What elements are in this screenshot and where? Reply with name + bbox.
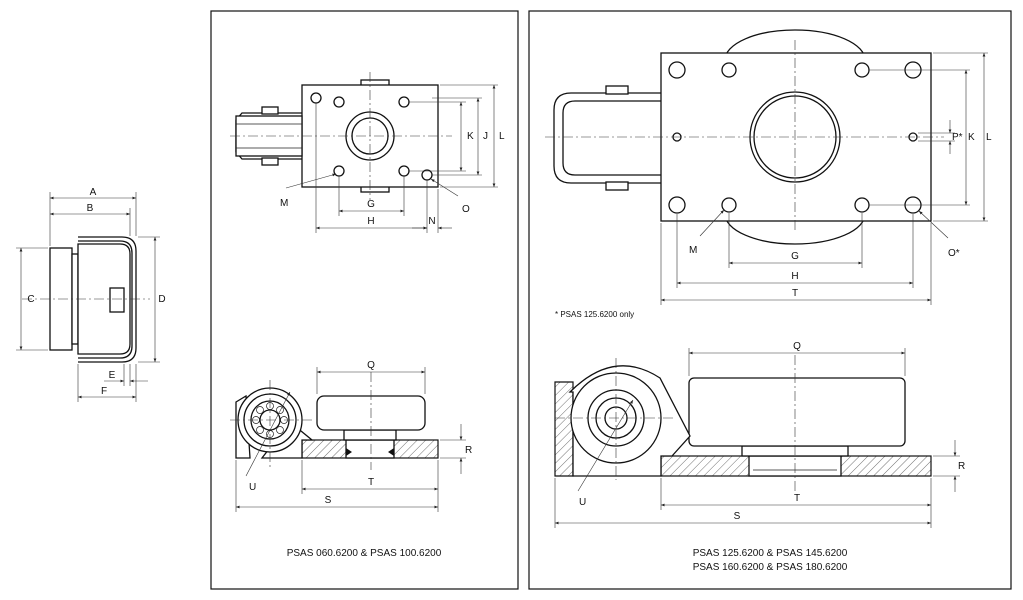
label-u: U xyxy=(579,497,586,508)
label-h: H xyxy=(791,271,798,282)
label-s: S xyxy=(734,511,741,522)
label-r: R xyxy=(465,445,472,456)
label-m: M xyxy=(280,198,288,209)
large-model-caption-line1: PSAS 125.6200 & PSAS 145.6200 xyxy=(693,548,848,559)
small-front-view: Q R T S U xyxy=(230,360,472,512)
large-front-view: Q R T S U xyxy=(554,341,965,528)
leader-o xyxy=(918,210,949,239)
side-view: A B C D E F xyxy=(16,187,166,402)
label-t: T xyxy=(368,477,374,488)
label-a: A xyxy=(90,187,97,198)
small-pad-neck xyxy=(343,429,397,441)
label-c: C xyxy=(27,294,34,305)
large-top-view: P* K L G H T M O* xyxy=(545,29,992,305)
small-base-bore xyxy=(345,439,395,459)
leader-m xyxy=(285,173,337,189)
large-handle xyxy=(553,92,661,184)
small-handle-bolt-bottom xyxy=(261,157,279,166)
label-u: U xyxy=(249,482,256,493)
leader-m xyxy=(699,209,725,237)
label-t: T xyxy=(792,288,798,299)
large-model-panel: P* K L G H T M O* xyxy=(528,10,1012,590)
label-o: O* xyxy=(948,248,960,259)
label-b: B xyxy=(87,203,94,214)
small-model-frame xyxy=(210,10,519,590)
label-g: G xyxy=(791,251,799,262)
label-m: M xyxy=(689,245,697,256)
label-l: L xyxy=(986,132,992,143)
large-handle-inner xyxy=(562,100,661,176)
small-model-panel: K J L G H N M O xyxy=(210,10,519,590)
label-n: N xyxy=(428,216,435,227)
large-hole xyxy=(721,197,737,213)
label-r: R xyxy=(958,461,965,472)
small-handle-bolt-top xyxy=(261,106,279,115)
large-hole xyxy=(721,62,737,78)
label-j: J xyxy=(483,131,488,142)
large-base-plate xyxy=(660,52,932,222)
large-hole xyxy=(668,61,686,79)
small-model-caption: PSAS 060.6200 & PSAS 100.6200 xyxy=(287,548,442,559)
small-top-view: K J L G H N M O xyxy=(230,72,505,233)
label-f: F xyxy=(101,386,107,397)
large-model-frame xyxy=(528,10,1012,590)
large-wheel-bracket xyxy=(554,381,574,477)
leader-o xyxy=(430,178,459,197)
large-model-note: * PSAS 125.6200 only xyxy=(555,310,634,319)
large-handle-bolt-top xyxy=(605,85,629,95)
label-s: S xyxy=(325,495,332,506)
label-d: D xyxy=(158,294,165,305)
large-handle-bolt-bottom xyxy=(605,181,629,191)
large-hole xyxy=(668,196,686,214)
large-model-caption-line2: PSAS 160.6200 & PSAS 180.6200 xyxy=(693,562,848,573)
label-q: Q xyxy=(793,341,801,352)
label-g: G xyxy=(367,199,375,210)
label-t: T xyxy=(794,493,800,504)
label-p: P* xyxy=(952,132,963,143)
leader-u xyxy=(245,391,291,477)
label-o: O xyxy=(462,204,470,215)
side-view-handle xyxy=(78,236,137,363)
side-view-handle-inner xyxy=(78,240,133,359)
label-h: H xyxy=(367,216,374,227)
label-l: L xyxy=(499,131,505,142)
label-q: Q xyxy=(367,360,375,371)
label-e: E xyxy=(109,370,116,381)
leader-u xyxy=(577,399,634,492)
label-k: K xyxy=(968,132,975,143)
large-load-pad xyxy=(688,377,906,447)
side-view-hub xyxy=(109,287,125,313)
label-k: K xyxy=(467,131,474,142)
small-hole xyxy=(333,96,345,108)
